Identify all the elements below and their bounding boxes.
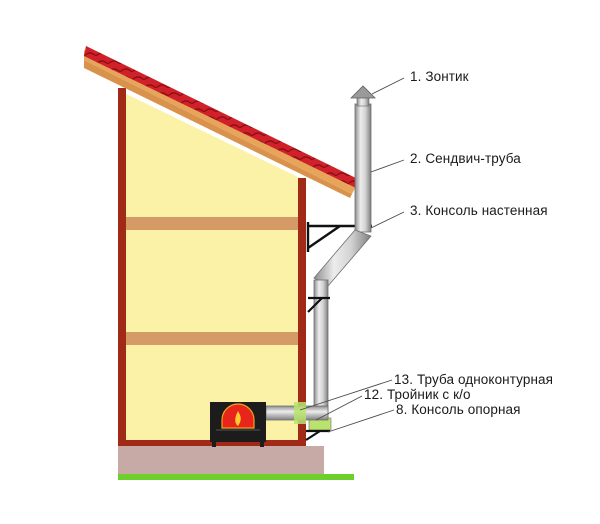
- left-post: [118, 88, 126, 446]
- label-wall-console: 3. Консоль настенная: [410, 203, 548, 218]
- sandwich-pipe-upper: [354, 103, 372, 233]
- label-tee-cleanout: 12. Тройник с к/о: [364, 387, 471, 402]
- ground-strip: [118, 474, 354, 480]
- label-sandwich-pipe: 2. Сендвич-труба: [410, 151, 521, 166]
- label-single-wall-pipe: 13. Труба одноконтурная: [394, 372, 554, 387]
- wall-panel: [118, 90, 304, 446]
- right-post: [298, 178, 306, 446]
- wall-pass-sleeve: [294, 402, 306, 424]
- stove: [210, 402, 266, 447]
- beam-lower: [126, 332, 298, 345]
- flame-icon: [235, 411, 241, 426]
- label-support-console: 8. Консоль опорная: [396, 402, 521, 417]
- beam-upper: [126, 217, 298, 230]
- wall-console-middle: [307, 296, 330, 313]
- support-console: [305, 429, 330, 441]
- roof-underside: [84, 60, 352, 198]
- sandwich-pipe-lower: [313, 279, 329, 425]
- foundation: [118, 446, 324, 474]
- label-umbrella: 1. Зонтик: [410, 69, 469, 84]
- roof-tiles: [84, 46, 360, 188]
- umbrella-cap: [350, 85, 376, 107]
- leader-lines: [299, 77, 405, 433]
